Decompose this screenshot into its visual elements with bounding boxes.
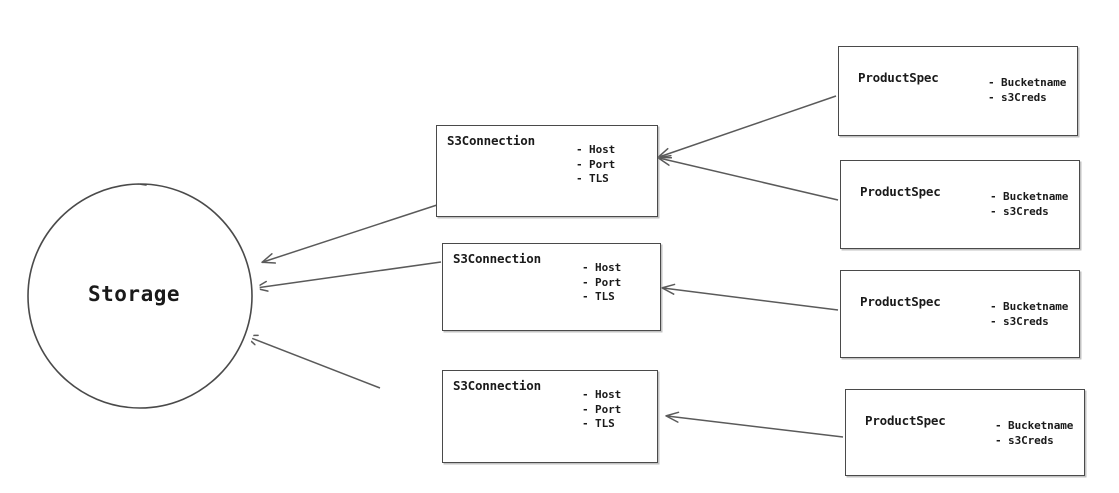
attr-bucketname: - Bucketname [988,76,1067,89]
attr-tls: - TLS [582,417,615,430]
node-title-productspec-4: ProductSpec [865,413,946,428]
attr-host: - Host [582,388,622,401]
storage-label: Storage [88,282,181,306]
node-s3connection-2[interactable] [442,243,661,331]
edge-conn1-storage [263,204,438,262]
node-title-productspec-3: ProductSpec [860,294,941,309]
node-productspec-2[interactable] [840,160,1080,249]
attr-s3creds: - s3Creds [990,204,1049,218]
node-title-s3connection-3: S3Connection [453,378,541,393]
node-attrs-s3connection-1: - Host - Port - TLS [576,143,615,187]
attr-s3creds: - s3Creds [990,314,1049,328]
edge-conn3-storage [246,336,381,389]
attr-port: - Port [576,157,616,171]
node-title-s3connection-2: S3Connection [453,251,541,266]
attr-bucketname: - Bucketname [990,300,1069,313]
attr-bucketname: - Bucketname [995,419,1074,432]
attr-tls: - TLS [582,290,615,303]
storage-circle-outline [27,183,253,409]
attr-host: - Host [582,261,622,274]
node-productspec-4[interactable] [845,389,1085,476]
node-attrs-productspec-4: - Bucketname - s3Creds [995,419,1073,448]
edge-conn2-storage [256,261,442,288]
attr-host: - Host [576,143,616,156]
node-attrs-s3connection-2: - Host - Port - TLS [582,261,621,305]
attr-s3creds: - s3Creds [988,90,1047,104]
edge-spec4-conn3 [667,416,844,438]
attr-tls: - TLS [576,172,609,185]
attr-port: - Port [582,402,622,416]
node-s3connection-3[interactable] [442,370,658,463]
node-s3connection-1[interactable] [436,125,658,217]
node-productspec-1[interactable] [838,46,1078,136]
attr-s3creds: - s3Creds [995,433,1054,447]
node-attrs-productspec-2: - Bucketname - s3Creds [990,190,1068,219]
node-title-s3connection-1: S3Connection [447,133,535,148]
node-attrs-s3connection-3: - Host - Port - TLS [582,388,621,432]
node-attrs-productspec-3: - Bucketname - s3Creds [990,300,1068,329]
edge-spec3-conn2 [663,288,839,311]
node-productspec-3[interactable] [840,270,1080,358]
node-attrs-productspec-1: - Bucketname - s3Creds [988,76,1066,105]
attr-bucketname: - Bucketname [990,190,1069,203]
node-title-productspec-2: ProductSpec [860,184,941,199]
storage-circle-node[interactable] [20,176,260,416]
edge-spec1-conn1 [659,95,837,157]
edge-spec2-conn1 [659,158,839,201]
attr-port: - Port [582,275,622,289]
node-title-productspec-1: ProductSpec [858,70,939,85]
